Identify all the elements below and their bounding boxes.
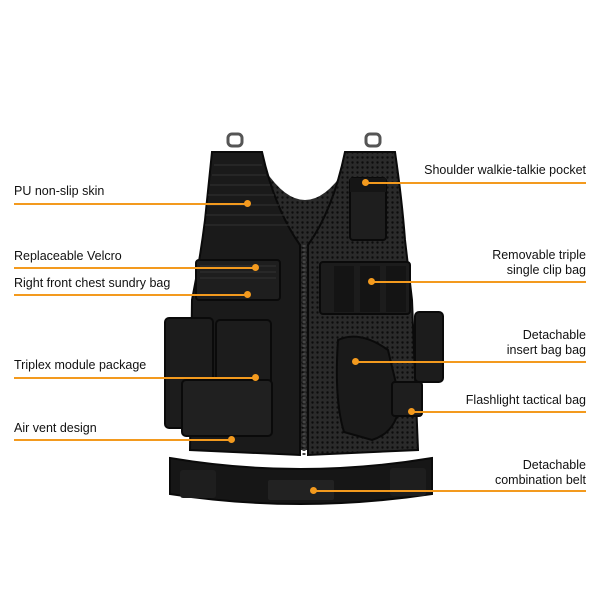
- callout-rule: [14, 294, 248, 296]
- callout-dot: [228, 436, 235, 443]
- label-triplex: Triplex module package: [14, 358, 147, 372]
- callout-dot: [352, 358, 359, 365]
- callout-rule: [412, 411, 586, 413]
- callout-rule: [14, 267, 256, 269]
- callout-dot: [252, 264, 259, 271]
- callout-dot: [252, 374, 259, 381]
- callout-dot: [408, 408, 415, 415]
- left-shoulder-ring: [226, 132, 244, 148]
- callout-rule: [14, 439, 232, 441]
- callout-dot: [362, 179, 369, 186]
- callout-dot: [244, 291, 251, 298]
- label-flashlight: Flashlight tactical bag: [465, 393, 586, 407]
- label-clip-bag-line1: Removable triple: [492, 248, 586, 262]
- label-insert-bag-line1: Detachable: [522, 328, 586, 342]
- callout-dot: [244, 200, 251, 207]
- callout-dot: [310, 487, 317, 494]
- callout-rule: [356, 361, 586, 363]
- callout-rule: [14, 377, 256, 379]
- callout-rule: [14, 203, 248, 205]
- right-shoulder-ring: [364, 132, 382, 148]
- label-belt-line1: Detachable: [522, 458, 586, 472]
- label-air-vent: Air vent design: [14, 421, 97, 435]
- label-pu-skin: PU non-slip skin: [14, 184, 105, 198]
- label-sundry-bag: Right front chest sundry bag: [14, 276, 171, 290]
- callout-rule: [372, 281, 586, 283]
- label-belt-line2: combination belt: [494, 473, 586, 487]
- callout-dot: [368, 278, 375, 285]
- label-clip-bag-line2: single clip bag: [506, 263, 586, 277]
- label-walkie: Shoulder walkie-talkie pocket: [424, 163, 586, 177]
- label-velcro: Replaceable Velcro: [14, 249, 122, 263]
- callout-rule: [314, 490, 586, 492]
- label-insert-bag-line2: insert bag bag: [506, 343, 586, 357]
- callout-rule: [366, 182, 586, 184]
